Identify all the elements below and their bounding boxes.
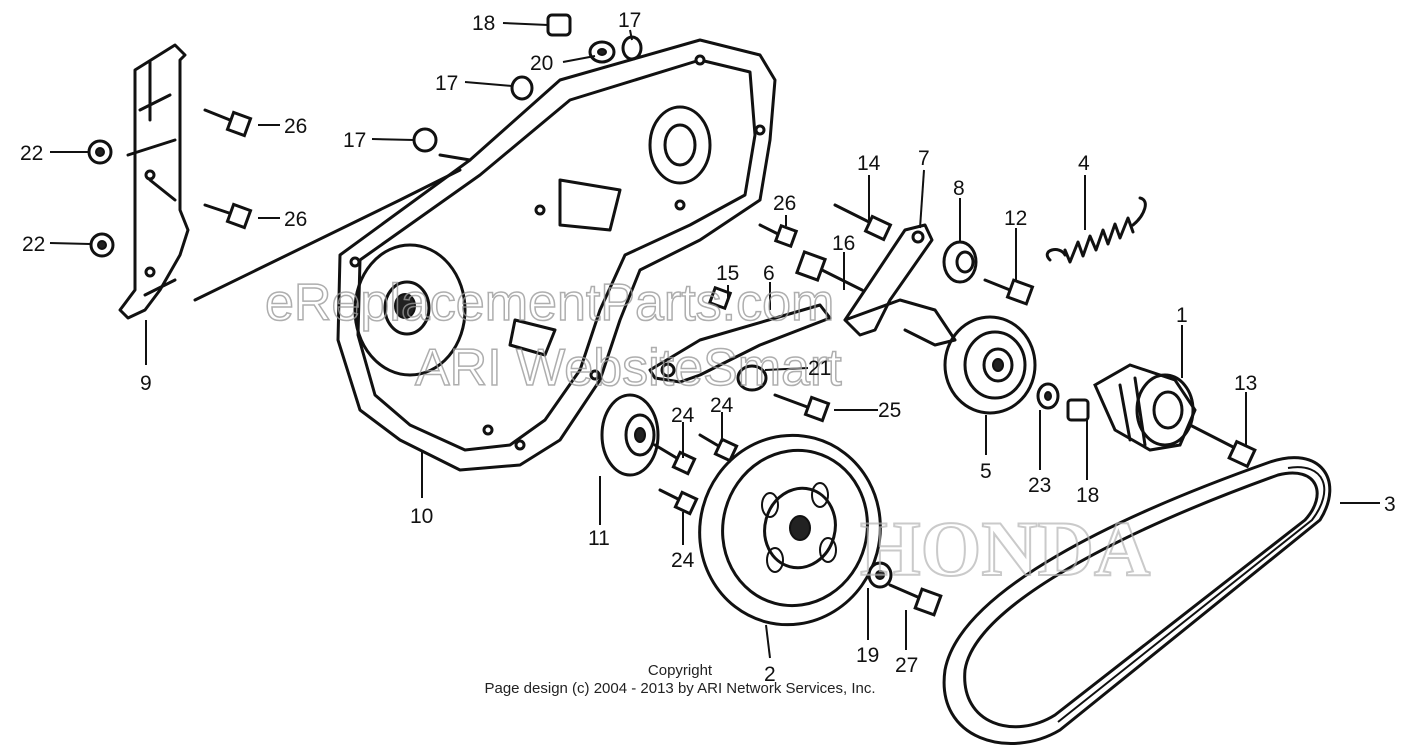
- tension-arm-part-6: [648, 303, 832, 384]
- callout-17-a: 17: [618, 9, 641, 32]
- callout-26-b: 26: [284, 208, 307, 231]
- belt-cover-part-10: [193, 38, 777, 472]
- callout-25: 25: [878, 399, 901, 422]
- watermark-line1: eReplacementParts.com: [265, 274, 834, 332]
- callout-9: 9: [140, 372, 152, 395]
- callout-15: 15: [716, 262, 739, 285]
- callout-labels: 18 17 20 17 26 17 22 26 22 9 10 11 24 24…: [20, 9, 1396, 686]
- callout-18-b: 18: [1076, 484, 1099, 507]
- callout-5: 5: [980, 460, 992, 483]
- leader-lines: [49, 22, 1380, 659]
- copyright-line1: Copyright: [647, 662, 713, 679]
- tension-pulley-part-5: [943, 315, 1037, 415]
- callout-18-a: 18: [472, 12, 495, 35]
- callout-24-b: 24: [710, 394, 734, 417]
- spring-part-4: [1045, 196, 1147, 264]
- callout-26-c: 26: [773, 192, 796, 215]
- callout-12: 12: [1004, 207, 1027, 230]
- callout-19: 19: [856, 644, 879, 667]
- callout-17-c: 17: [343, 129, 366, 152]
- tension-arm-part-7: [843, 223, 957, 347]
- flange-part-11: [600, 393, 660, 477]
- callout-24-a: 24: [671, 404, 695, 427]
- callout-2: 2: [764, 663, 776, 686]
- drive-pulley-part-1: [1093, 363, 1197, 452]
- hardware-parts: [87, 13, 1257, 617]
- callout-16: 16: [832, 232, 855, 255]
- callout-4: 4: [1078, 152, 1090, 175]
- callout-6: 6: [763, 262, 775, 285]
- callout-26-a: 26: [284, 115, 307, 138]
- callout-17-b: 17: [435, 72, 458, 95]
- callout-11: 11: [588, 527, 610, 550]
- callout-14: 14: [857, 152, 881, 175]
- callout-7: 7: [918, 147, 930, 170]
- watermark-line2: ARI WebsiteSmart: [415, 339, 842, 397]
- callout-3: 3: [1384, 493, 1396, 516]
- callout-24-c: 24: [671, 549, 695, 572]
- callout-21: 21: [808, 357, 831, 380]
- v-belt-part-3: [942, 456, 1332, 745]
- callout-1: 1: [1176, 304, 1188, 327]
- callout-20: 20: [530, 52, 553, 75]
- watermark-brand: HONDA: [860, 505, 1150, 592]
- copyright-notice: Copyright Page design (c) 2004 - 2013 by…: [400, 662, 960, 698]
- callout-22-b: 22: [22, 233, 45, 256]
- callout-8: 8: [953, 177, 965, 200]
- copyright-line2: Page design (c) 2004 - 2013 by ARI Netwo…: [484, 680, 876, 697]
- callout-27: 27: [895, 654, 918, 677]
- callout-13: 13: [1234, 372, 1257, 395]
- callout-10: 10: [410, 505, 433, 528]
- callout-22-a: 22: [20, 142, 43, 165]
- pulley-part-2: [698, 433, 882, 627]
- callout-23: 23: [1028, 474, 1051, 497]
- bracket-part-9: [118, 43, 190, 320]
- watermark: eReplacementParts.com ARI WebsiteSmart H…: [264, 273, 1151, 593]
